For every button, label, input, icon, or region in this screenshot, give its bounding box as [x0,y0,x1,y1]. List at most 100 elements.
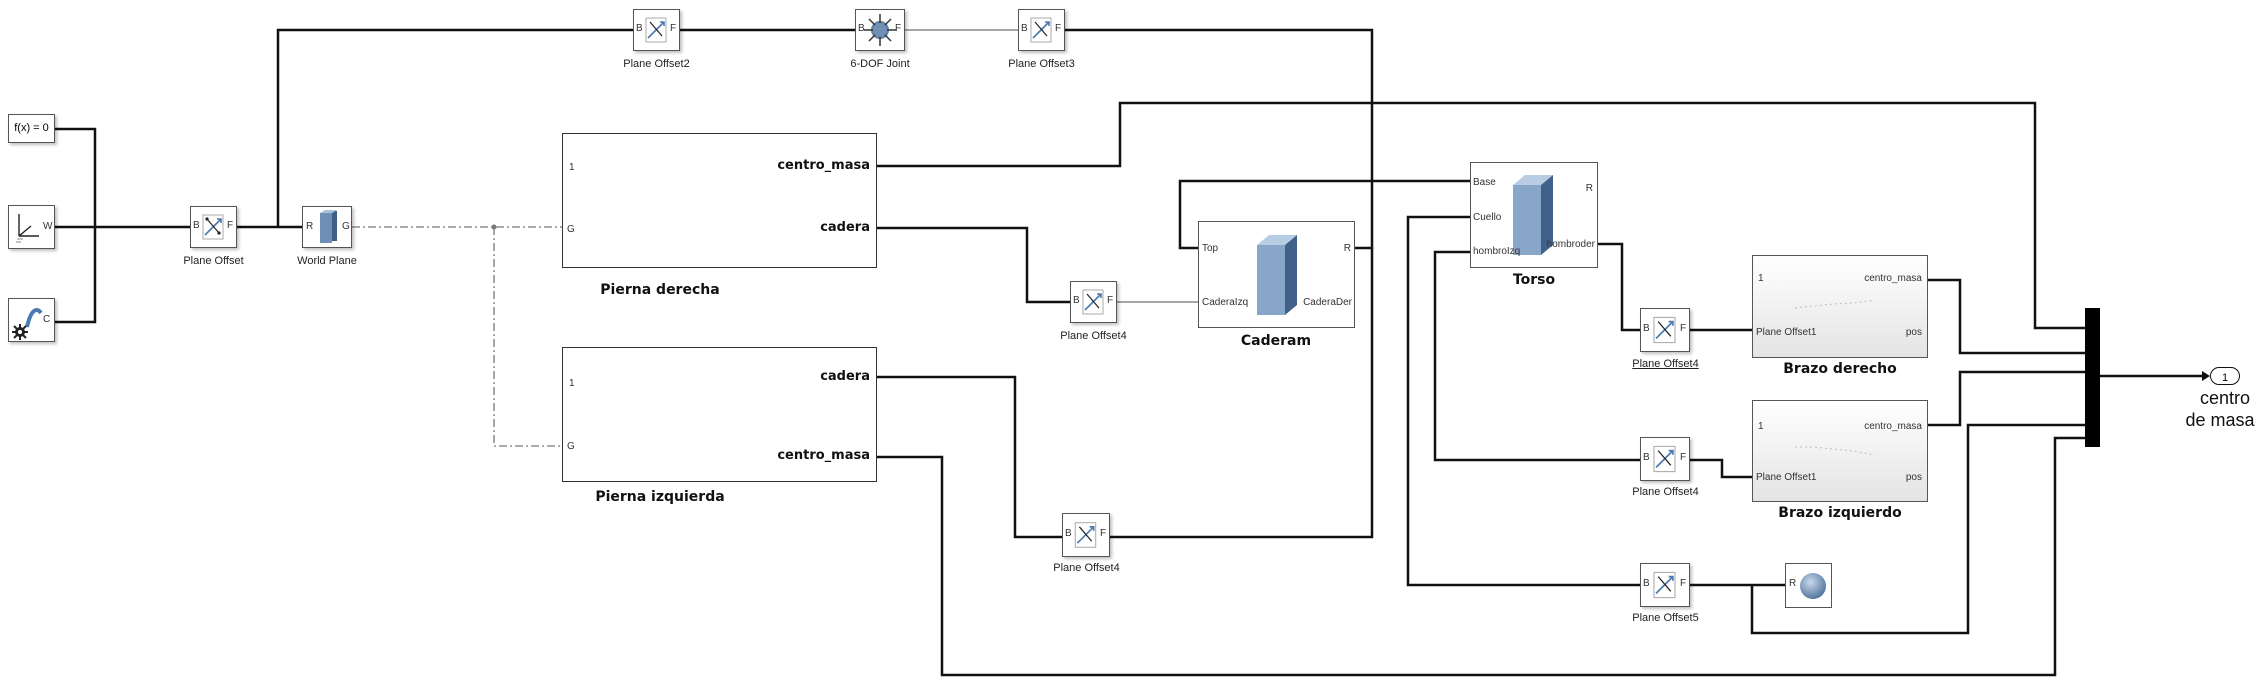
world-frame-icon [16,214,39,243]
plane-offset-icon [645,17,667,43]
brazo-izquierdo-subsystem[interactable]: 1 Plane Offset1 centro_masa pos [1752,400,1928,502]
world-plane-block[interactable]: R G [302,206,352,248]
po-port-f: F [1100,528,1107,539]
plane-offset4-a-block[interactable]: B F [1070,281,1117,323]
torso-port-base: Base [1473,177,1496,188]
wire-torso-cuello [1406,215,1640,587]
sphere-block[interactable]: R [1785,563,1832,608]
plane-offset-icon [1653,316,1676,344]
bi-out1: centro_masa [1864,421,1922,432]
outport-number: 1 [2221,372,2229,384]
plane-offset4-b-caption: Plane Offset4 [1053,562,1120,574]
bi-out2: pos [1905,472,1922,483]
po-port-f: F [1055,23,1062,34]
plane-offset3-caption: Plane Offset3 [1008,58,1075,70]
plane-offset2-caption: Plane Offset2 [623,58,690,70]
brazo-derecho-subsystem[interactable]: 1 Plane Offset1 centro_masa pos [1752,255,1928,358]
plane-offset-icon [202,214,224,240]
pi-out-cadera: cadera [820,369,870,384]
bd-in2: Plane Offset1 [1756,327,1817,338]
pierna-izquierda-subsystem[interactable]: 1 G cadera centro_masa [562,347,877,482]
po-port-f: F [670,23,677,34]
plane-offset4-a-caption: Plane Offset4 [1060,330,1127,342]
world-frame-port: W [43,221,53,232]
caderam-port-left: CaderaIzq [1202,297,1249,308]
plane-offset-icon [1082,289,1104,315]
wire-fx [55,127,97,227]
pd-out-centro-masa: centro_masa [777,158,870,173]
pierna-derecha-title: Pierna derecha [600,282,720,298]
plane-offset4-b-block[interactable]: B F [1062,513,1110,557]
wire-caderam-top [1178,179,1470,250]
wire-po4b-caderam [1110,248,1374,539]
plane-offset4-d-block[interactable]: B F [1640,437,1690,481]
wire-pd-cm [877,101,2085,330]
pd-out-cadera: cadera [820,220,870,235]
bd-out2: pos [1905,327,1922,338]
pi-out-centro-masa: centro_masa [777,448,870,463]
wire-pi-cm [877,436,2085,677]
torso-port-cuello: Cuello [1473,212,1502,223]
wire-torso-hombroizq [1433,250,1640,462]
torso-title: Torso [1512,272,1556,288]
plane-offset-icon [1653,445,1676,473]
pd-in1: 1 [569,162,575,173]
caderam-port-r: R [1343,243,1351,254]
brazo-izquierdo-title: Brazo izquierdo [1778,505,1902,521]
torso-port-hombroder: hombroder [1546,239,1595,250]
po-port-b: B [636,23,643,34]
po-port-f: F [1680,323,1687,334]
po-port-b: B [1643,578,1650,589]
outport-block[interactable]: 1 [2210,367,2240,385]
body-icon [1257,235,1297,315]
sphere-icon [1800,573,1826,599]
plane-offset-block[interactable]: B F [190,206,237,248]
dof-joint-block[interactable]: B F [855,9,905,51]
wire-ground-pi [493,227,562,447]
body-icon [1513,175,1553,255]
pierna-derecha-subsystem[interactable]: 1 G centro_masa cadera [562,133,877,268]
plane-offset-icon [1653,571,1676,599]
caderam-block[interactable]: Top CaderaIzq CaderaDer R [1198,221,1355,328]
plane-offset5-block[interactable]: B F [1640,563,1690,607]
torso-port-hombroizq: hombroIzq [1473,246,1521,257]
po-port-b: B [1065,528,1072,539]
brazo-derecho-title: Brazo derecho [1783,361,1897,377]
po-port-b: B [1643,323,1650,334]
po-port-b: B [193,220,200,231]
wire-config [55,227,97,324]
mechanism-config-block[interactable]: C [8,298,55,342]
plane-offset3-block[interactable]: B F [1018,9,1065,51]
wire-pd-cadera [877,226,1070,304]
torso-port-r: R [1585,183,1593,194]
plane-offset-icon [1030,17,1052,43]
outport-label-line2: de masa [2185,410,2255,430]
po-port-b: B [1021,23,1028,34]
world-frame-block[interactable]: W [8,205,55,249]
wire-pi-cadera [877,375,1062,539]
mux-bar[interactable] [2085,308,2100,447]
po-port-b: B [858,23,865,34]
solver-config-block[interactable]: f(x) = 0 [8,114,55,143]
pi-in1: 1 [569,378,575,389]
caderam-port-top: Top [1202,243,1219,254]
po-port-f: F [1107,295,1114,306]
pd-in2: G [567,224,575,235]
plane-offset4-c-block[interactable]: B F [1640,308,1690,352]
torso-block[interactable]: Base Cuello hombroIzq hombroder R [1470,162,1598,268]
wire-po3-caderam [1065,28,1374,250]
config-port: C [43,314,51,325]
plane-offset-icon [1074,522,1097,548]
gear-icon [12,308,43,340]
pierna-izquierda-title: Pierna izquierda [595,489,725,505]
bi-in1: 1 [1758,421,1764,432]
dof-joint-caption: 6-DOF Joint [850,58,910,70]
fx-label: f(x) = 0 [14,122,49,134]
po-port-b: B [1073,295,1080,306]
plane-offset5-caption: Plane Offset5 [1632,612,1699,624]
wire-po4d-bi [1690,458,1752,479]
plane-offset2-block[interactable]: B F [633,9,680,51]
plane-offset4-d-caption: Plane Offset4 [1632,486,1699,498]
po-port-b: B [1643,452,1650,463]
world-plane-caption: World Plane [297,255,357,267]
